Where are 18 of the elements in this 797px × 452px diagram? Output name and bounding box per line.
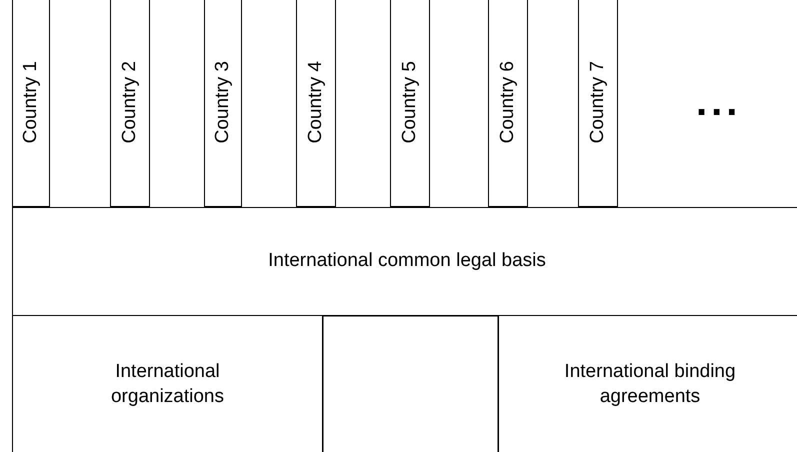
column-box bbox=[296, 0, 336, 207]
country-label: Country 5 bbox=[399, 61, 421, 144]
column-box bbox=[488, 0, 528, 207]
country-label: Country 2 bbox=[119, 61, 141, 144]
country-label: Country 6 bbox=[497, 61, 519, 144]
column-box bbox=[12, 0, 50, 207]
ellipsis-text: ... bbox=[696, 80, 742, 125]
column-box bbox=[204, 0, 242, 207]
section-label: International organizations bbox=[110, 360, 226, 409]
country-label: Country 1 bbox=[20, 61, 42, 144]
country-label: Country 7 bbox=[587, 61, 609, 144]
section-label: International binding agreements bbox=[563, 360, 737, 409]
column-box bbox=[390, 0, 430, 207]
section-label: International common legal basis bbox=[268, 249, 546, 274]
country-label: Country 4 bbox=[305, 61, 327, 144]
country-label: Country 3 bbox=[212, 61, 234, 144]
column-box bbox=[578, 0, 618, 207]
column-box bbox=[110, 0, 150, 207]
